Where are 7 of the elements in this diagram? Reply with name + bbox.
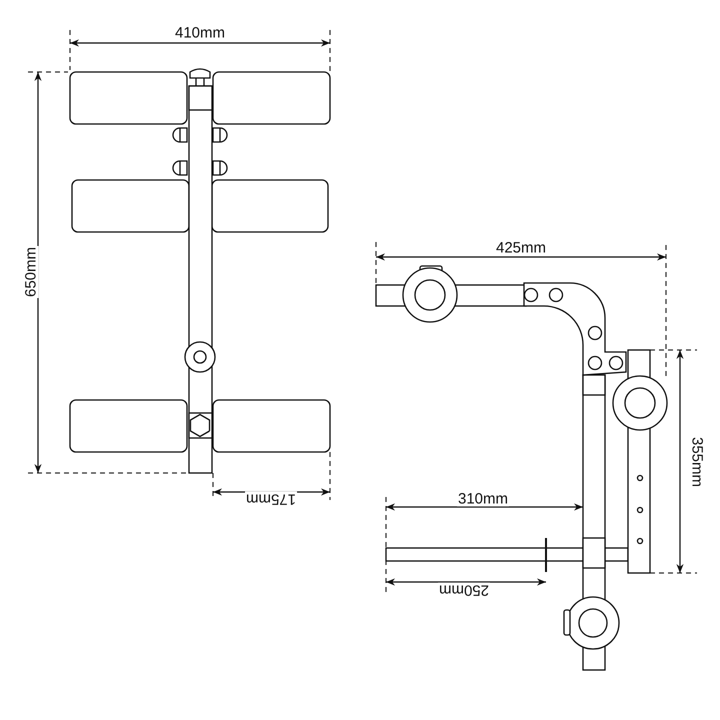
- dimension-label: 355mm: [690, 436, 704, 488]
- dimension-label: 410mm: [174, 26, 226, 40]
- dimension-label: 310mm: [456, 492, 510, 506]
- dimension-label: 175mm: [244, 492, 298, 506]
- dimension-label: 425mm: [494, 240, 548, 256]
- dimension-label: 250mm: [438, 582, 490, 598]
- dimension-label: 650mm: [24, 246, 38, 298]
